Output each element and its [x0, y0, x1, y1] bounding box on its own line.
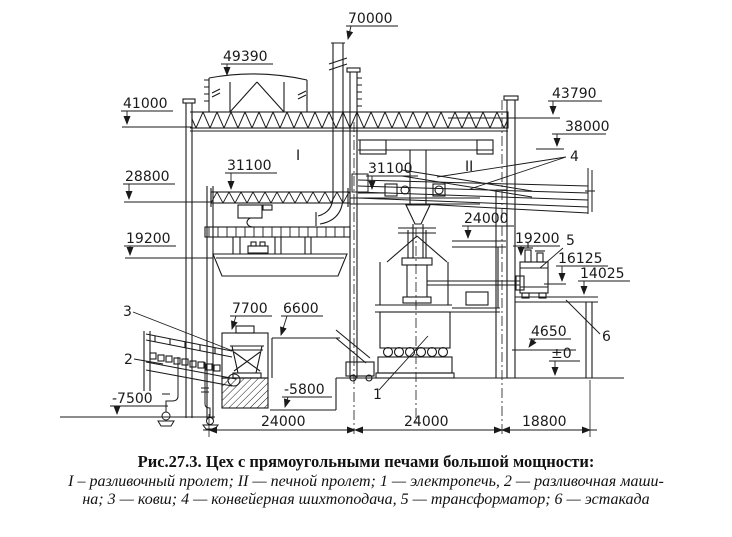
figure-caption: Рис.27.3. Цех с прямоугольными печами бо… [0, 452, 732, 510]
elevation-31100-bay1: 31100 [227, 158, 272, 174]
level-lines [60, 117, 576, 418]
electric-furnace [350, 150, 525, 379]
callout-leaders [132, 156, 601, 391]
caption-title-line: Рис.27.3. Цех с прямоугольными печами бо… [0, 452, 732, 473]
figure-number: Рис.27.3. [137, 452, 202, 471]
mark-underlines [110, 25, 630, 407]
callout-4-conveyor: 4 [570, 149, 579, 165]
charge-conveyor [351, 168, 595, 214]
building-structure [143, 42, 624, 430]
mark-leader-arrows [113, 25, 588, 415]
elevation-70000: 70000 [348, 11, 393, 27]
elevation-28800: 28800 [125, 169, 170, 185]
caption-legend-line-1: I – разливочный пролет; II — печной прол… [68, 472, 664, 490]
callout-3-ladle: 3 [123, 304, 132, 320]
caption-legend-line-2: на; 3 — ковш; 4 — конвейерная шихтоподач… [82, 491, 650, 509]
elevation-minus5800: -5800 [284, 382, 325, 398]
slag-platform [271, 329, 375, 382]
dim-span-18800: 18800 [522, 414, 567, 430]
callout-5-transformer: 5 [566, 233, 575, 249]
dim-span-24000-a: 24000 [261, 414, 306, 430]
callout-2-casting-machine: 2 [124, 352, 133, 368]
bay-label-II: II [465, 159, 473, 175]
dim-span-24000-b: 24000 [404, 414, 449, 430]
roof-truss [190, 111, 509, 132]
charging-floor [204, 226, 351, 254]
span-dimensions: 24000 24000 18800 [261, 414, 567, 430]
section-drawing: 70000 49390 41000 28800 19200 -7500 4379… [60, 11, 630, 437]
roof-monitor [208, 73, 308, 113]
elevation-31100-bay2: 31100 [368, 161, 413, 177]
callout-numbers: 1 2 3 4 5 6 I II [123, 148, 611, 403]
elevation-7700: 7700 [232, 301, 268, 317]
ladle [230, 345, 264, 379]
estakada [515, 296, 598, 378]
pit-pipes [157, 357, 219, 430]
elevation-19200-left: 19200 [126, 231, 171, 247]
ground-profile [270, 377, 624, 411]
mold-buckets [149, 352, 221, 372]
elevation-43790: 43790 [552, 86, 597, 102]
foundation-hatch [221, 377, 269, 409]
callout-6-estakada: 6 [602, 329, 611, 345]
elevation-14025: 14025 [580, 266, 625, 282]
elevation-4650: 4650 [531, 324, 567, 340]
elevation-49390: 49390 [223, 49, 268, 65]
transformer [519, 242, 549, 299]
elevation-minus7500: -7500 [112, 391, 153, 407]
right-column [495, 95, 519, 378]
callout-1-furnace: 1 [373, 387, 382, 403]
elevation-24000: 24000 [464, 211, 509, 227]
elevation-19200-right: 19200 [515, 231, 560, 247]
working-platform-19200 [212, 241, 348, 277]
chimney [315, 42, 348, 226]
elevation-zero: ±0 [551, 346, 572, 362]
bay-label-I: I [296, 148, 300, 164]
figure-title: Цех с прямоугольными печами большой мощн… [201, 452, 595, 471]
elevation-6600: 6600 [283, 301, 319, 317]
elevation-marks: 70000 49390 41000 28800 19200 -7500 4379… [112, 11, 625, 407]
elevation-16125: 16125 [558, 251, 603, 267]
bottom-dimension-lines [203, 100, 597, 437]
elevation-38000: 38000 [565, 119, 610, 135]
elevation-41000: 41000 [123, 96, 168, 112]
